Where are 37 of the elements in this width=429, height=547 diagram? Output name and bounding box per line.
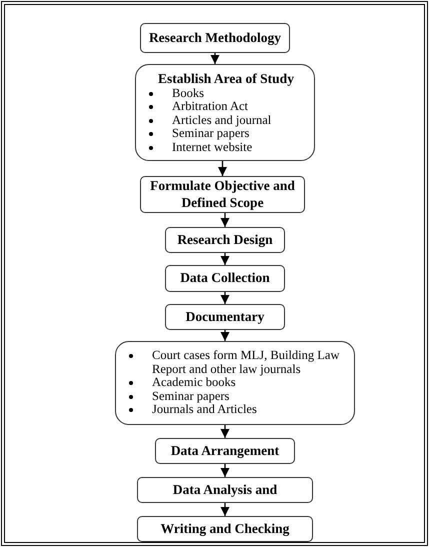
process-box [155, 438, 295, 464]
bullet-item: Court cases form MLJ, Building Law Report and other law journals [152, 349, 340, 376]
step-title: Establish Area of Study [158, 70, 294, 87]
process-box [140, 176, 305, 213]
step-title: Research Design [177, 232, 273, 248]
bullet-item: Seminar papers [172, 127, 250, 141]
bullet-item: Journals and Articles [152, 403, 257, 417]
step-title: Formulate Objective and Defined Scope [149, 178, 296, 211]
arrow [220, 464, 230, 477]
bullet-item: Arbitration Act [172, 100, 248, 114]
process-box [140, 23, 290, 53]
list-box [115, 341, 355, 425]
process-box [165, 227, 285, 253]
bullet-item: Seminar papers [152, 390, 230, 404]
bullet-item: Articles and journal [172, 114, 272, 128]
process-box [165, 265, 285, 292]
arrow [220, 292, 230, 304]
step-title: Data Analysis and [172, 482, 278, 498]
process-box [165, 304, 285, 330]
step-title: Research Methodology [148, 30, 282, 46]
process-box [137, 516, 313, 542]
bullet-item: Internet website [172, 140, 252, 154]
step-title: Documentary [186, 308, 264, 326]
arrow [220, 253, 230, 265]
arrow [210, 53, 220, 64]
arrow [220, 213, 230, 227]
arrow [220, 503, 230, 516]
bullet-item: Books [172, 86, 204, 100]
arrow [220, 425, 230, 438]
step-title: Data Arrangement [170, 442, 280, 460]
list-box [135, 64, 315, 161]
step-title: Data Collection [180, 270, 270, 287]
bullet-item: Academic books [152, 376, 236, 390]
arrow [220, 330, 230, 341]
arrow [218, 161, 228, 176]
step-title: Writing and Checking [160, 520, 290, 538]
process-box [137, 477, 313, 503]
